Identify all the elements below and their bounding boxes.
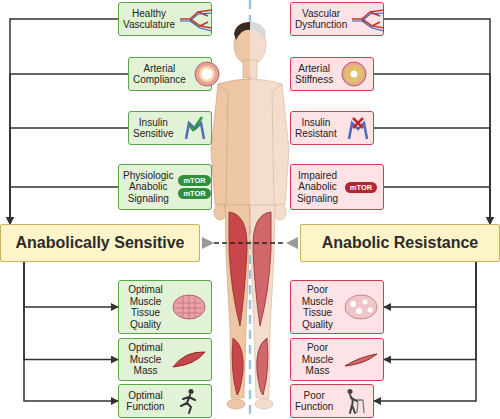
icon-slot	[177, 115, 213, 141]
flow-arrow	[374, 74, 490, 224]
flow-arrow	[10, 128, 128, 224]
flow-arrow	[24, 262, 118, 401]
box-label: Optimal Muscle Tissue Quality	[123, 284, 168, 330]
mtor-pill: mTOR	[178, 188, 210, 199]
flow-arrow	[10, 74, 128, 224]
box-label: Poor Function	[295, 390, 333, 413]
banner-label: Anabolically Sensitive	[16, 234, 185, 252]
icon-slot	[171, 388, 207, 414]
icon-slot: mTOR mTOR	[177, 174, 213, 200]
artery-box: Arterial Compliance	[128, 57, 212, 91]
flow-arrow	[384, 187, 490, 224]
icon-slot	[189, 61, 225, 87]
icon-slot	[336, 61, 372, 87]
box-label: Insulin Sensitive	[133, 117, 174, 140]
box-label: Arterial Stiffness	[295, 63, 333, 86]
flow-arrow	[24, 262, 118, 360]
artery-icon	[189, 61, 225, 87]
walker-icon	[336, 388, 372, 414]
muscle-icon	[171, 347, 207, 373]
tissue-box: Poor Muscle Tissue Quality	[290, 280, 384, 334]
icon-slot	[350, 6, 386, 32]
vascular-box: Vascular Dysfunction	[290, 2, 384, 36]
icon-slot	[343, 347, 379, 373]
icon-slot	[340, 115, 376, 141]
muscle-icon	[343, 347, 379, 373]
flow-arrow	[10, 187, 118, 224]
signaling-box: Physiologic Anabolic Signaling mTOR mTOR	[118, 164, 212, 210]
icon-slot: mTOR	[343, 174, 379, 200]
icon-slot	[178, 6, 214, 32]
function-box: Optimal Function	[118, 384, 212, 418]
outcome-banner: Anabolically Sensitive	[0, 224, 200, 262]
tissue-icon	[171, 294, 207, 320]
box-label: Vascular Dysfunction	[295, 8, 347, 31]
box-label: Physiologic Anabolic Signaling	[123, 170, 174, 205]
artery-box: Arterial Stiffness	[290, 57, 374, 91]
flow-arrow	[384, 19, 490, 224]
insulin-icon	[340, 115, 376, 141]
box-label: Optimal Muscle Mass	[123, 342, 168, 377]
flow-arrow	[384, 262, 476, 360]
insulin-icon	[177, 115, 213, 141]
flow-arrow	[384, 262, 476, 307]
insulin-box: Insulin Sensitive	[128, 111, 212, 145]
outcome-banner: Anabolic Resistance	[300, 224, 500, 262]
insulin-box: Insulin Resistant	[290, 111, 374, 145]
stiff-artery-icon	[336, 61, 372, 87]
mtor-pill: mTOR	[345, 182, 377, 193]
box-label: Healthy Vasculature	[123, 8, 175, 31]
runner-icon	[171, 388, 207, 414]
vessel-icon	[350, 6, 386, 32]
box-label: Optimal Function	[123, 390, 168, 413]
vascular-box: Healthy Vasculature	[118, 2, 212, 36]
banner-label: Anabolic Resistance	[322, 234, 479, 252]
icon-slot	[171, 347, 207, 373]
icon-slot	[343, 294, 379, 320]
mtor-pill: mTOR	[178, 175, 210, 186]
box-label: Poor Muscle Tissue Quality	[295, 284, 340, 330]
icon-slot	[336, 388, 372, 414]
function-box: Poor Function	[290, 384, 374, 418]
icon-slot	[171, 294, 207, 320]
box-label: Impaired Anabolic Signaling	[295, 170, 340, 205]
tissue-box: Optimal Muscle Tissue Quality	[118, 280, 212, 334]
mass-box: Optimal Muscle Mass	[118, 338, 212, 381]
flow-arrow	[374, 262, 476, 401]
box-label: Insulin Resistant	[295, 117, 337, 140]
mass-box: Poor Muscle Mass	[290, 338, 384, 381]
box-label: Arterial Compliance	[133, 63, 186, 86]
flow-arrow	[374, 128, 490, 224]
flow-arrow	[24, 262, 118, 307]
box-label: Poor Muscle Mass	[295, 342, 340, 377]
tissue-icon	[343, 294, 379, 320]
flow-arrow	[10, 19, 118, 224]
vessel-icon	[178, 6, 214, 32]
signaling-box: Impaired Anabolic Signaling mTOR	[290, 164, 384, 210]
